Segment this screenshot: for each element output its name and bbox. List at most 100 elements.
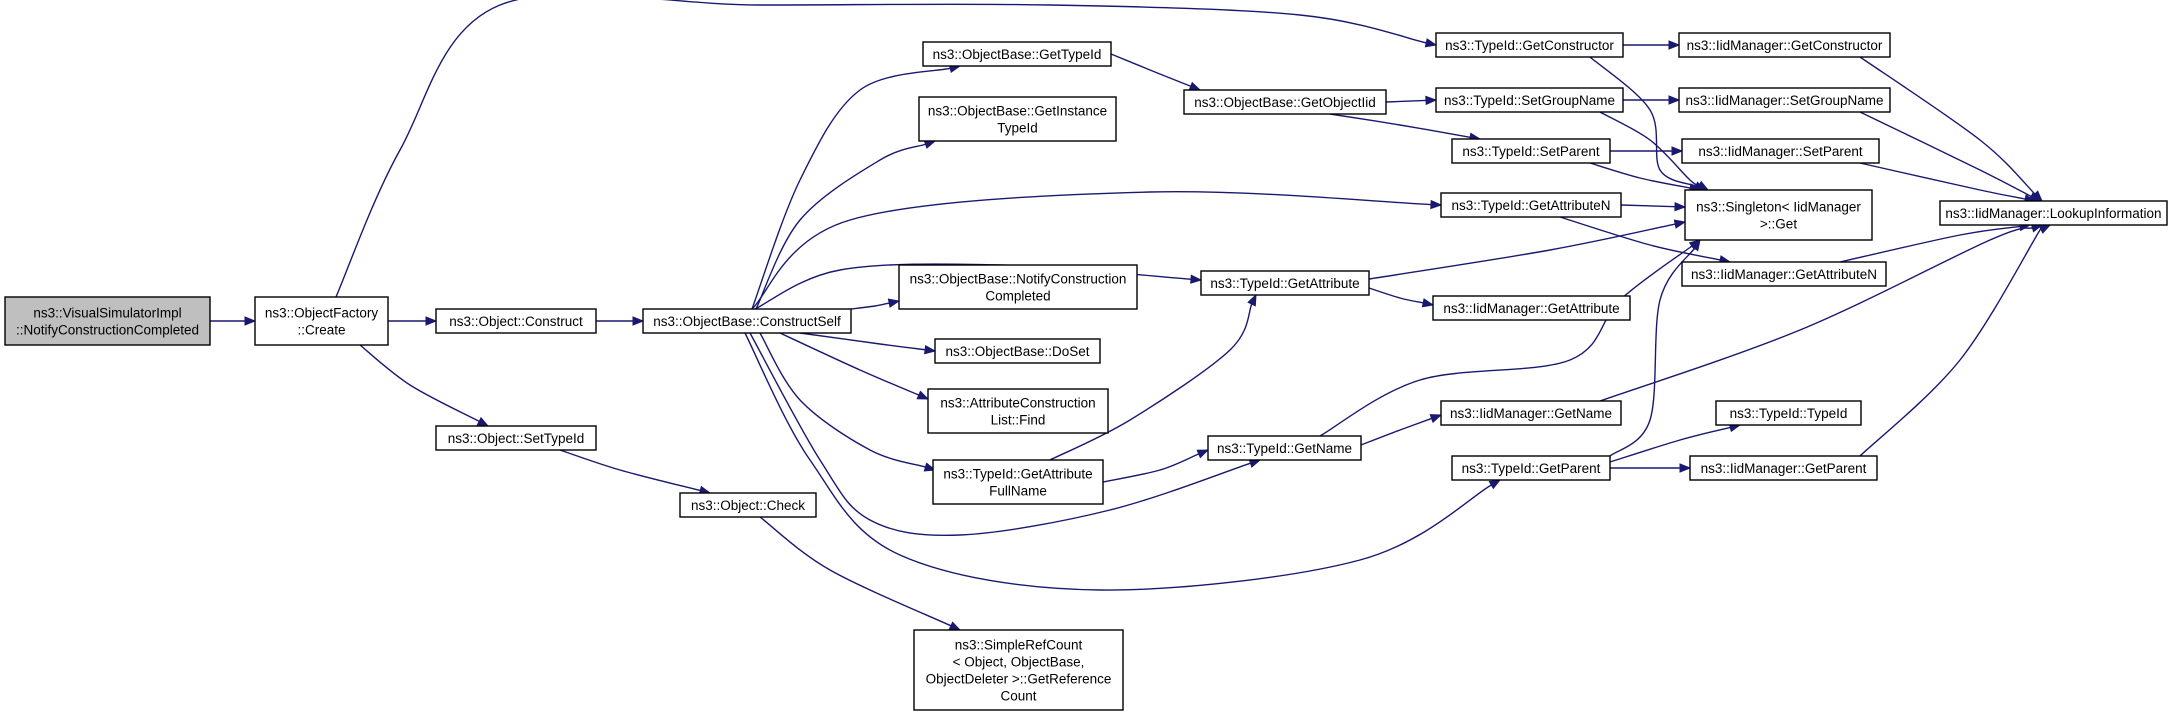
- node-label-line: ns3::ObjectBase::GetTypeId: [933, 47, 1102, 62]
- edge-obj_check-to-src_getrefcount: [759, 516, 962, 631]
- node-singleton-get[interactable]: ns3::Singleton< IidManager>::Get: [1684, 189, 1873, 241]
- edge-ob_getobjectiid-to-tid_setparent: [1329, 113, 1482, 142]
- node-box: [922, 41, 1112, 67]
- edge-iid_setparent-to-iid_lookup: [1859, 162, 2037, 204]
- node-box: [642, 308, 852, 334]
- node-tid-typeid[interactable]: ns3::TypeId::TypeId: [1715, 400, 1862, 426]
- node-ob-notify[interactable]: ns3::ObjectBase::NotifyConstructionCompl…: [898, 264, 1138, 310]
- node-tid-getparent[interactable]: ns3::TypeId::GetParent: [1451, 455, 1611, 481]
- node-label-line: ns3::IidManager::GetAttributeN: [1691, 267, 1877, 282]
- edge-tid_getattributen-to-singleton_get: [1620, 201, 1687, 212]
- node-label-line: ns3::TypeId::GetName: [1217, 441, 1352, 456]
- node-iid-setgroupname[interactable]: ns3::IidManager::SetGroupName: [1678, 87, 1891, 113]
- node-label-line: ns3::TypeId::GetAttributeN: [1451, 198, 1610, 213]
- node-label-line: ns3::SimpleRefCount: [955, 638, 1083, 653]
- node-obj-construct[interactable]: ns3::Object::Construct: [435, 308, 597, 334]
- node-of-create[interactable]: ns3::ObjectFactory::Create: [254, 296, 389, 346]
- node-iid-getparent[interactable]: ns3::IidManager::GetParent: [1689, 455, 1878, 481]
- node-box: [1681, 261, 1887, 287]
- node-ob-doset[interactable]: ns3::ObjectBase::DoSet: [934, 338, 1101, 364]
- node-label-line: Completed: [985, 289, 1050, 304]
- node-ob-constructself[interactable]: ns3::ObjectBase::ConstructSelf: [642, 308, 852, 334]
- node-box: [1715, 400, 1862, 426]
- node-label-line: ns3::TypeId::GetAttribute: [1210, 276, 1359, 291]
- node-box: [934, 338, 1101, 364]
- node-label-line: >::Get: [1760, 217, 1797, 232]
- node-label-line: ns3::IidManager::GetConstructor: [1687, 38, 1883, 53]
- edge-obj_construct-to-ob_constructself: [596, 316, 645, 326]
- node-label-line: ns3::ObjectBase::NotifyConstruction: [910, 272, 1127, 287]
- edge-ob_getobjectiid-to-tid_setgroupname: [1385, 95, 1438, 106]
- node-label-line: ns3::ObjectBase::GetObjectIid: [1194, 95, 1376, 110]
- node-box: [1200, 270, 1370, 296]
- edge-ob_constructself-to-acl_find: [779, 332, 930, 400]
- node-label-line: ::NotifyConstructionCompleted: [16, 323, 199, 338]
- node-label-line: ns3::IidManager::SetGroupName: [1685, 93, 1883, 108]
- edge-ob_constructself-to-tid_getattributen: [751, 190, 1443, 310]
- edge-tid_getname-to-iid_getname: [1360, 414, 1443, 446]
- edge-tid_getconstructor-to-singleton_get: [1589, 56, 1707, 191]
- node-tid-setparent[interactable]: ns3::TypeId::SetParent: [1451, 138, 1611, 164]
- node-tid-getattributen[interactable]: ns3::TypeId::GetAttributeN: [1440, 192, 1622, 218]
- edge-tid_setparent-to-iid_setparent: [1610, 146, 1684, 156]
- node-tid-getconstructor[interactable]: ns3::TypeId::GetConstructor: [1435, 32, 1624, 58]
- node-tid-getattribute[interactable]: ns3::TypeId::GetAttribute: [1200, 270, 1370, 296]
- node-label-line: < Object, ObjectBase,: [953, 655, 1085, 670]
- node-label-line: ns3::ObjectBase::DoSet: [945, 344, 1089, 359]
- edge-of_create-to-tid_getconstructor: [335, 0, 1438, 298]
- node-box: [1435, 87, 1624, 113]
- edge-tid_getparent-to-singleton_get: [1609, 238, 1701, 457]
- edge-iid_getconstructor-to-iid_lookup: [1859, 56, 2043, 202]
- edge-of_create-to-obj_settypeid: [359, 344, 490, 427]
- node-box: [1451, 455, 1611, 481]
- node-label-line: ns3::TypeId::GetParent: [1462, 461, 1601, 476]
- node-iid-lookup[interactable]: ns3::IidManager::LookupInformation: [1939, 200, 2168, 226]
- node-box: [1684, 189, 1873, 241]
- edge-tid_getparent-to-iid_getparent: [1610, 463, 1692, 473]
- node-ob-getobjectiid[interactable]: ns3::ObjectBase::GetObjectIid: [1183, 89, 1387, 115]
- node-label-line: ns3::TypeId::TypeId: [1730, 406, 1848, 421]
- node-box: [1440, 400, 1622, 426]
- node-box: [913, 629, 1124, 711]
- node-label-line: ::Create: [297, 323, 345, 338]
- edge-tid_setgroupname-to-iid_setgroupname: [1623, 95, 1681, 105]
- node-iid-setparent[interactable]: ns3::IidManager::SetParent: [1681, 138, 1880, 164]
- node-box: [435, 425, 597, 451]
- node-label-line: ns3::IidManager::LookupInformation: [1945, 206, 2161, 221]
- node-label-line: ns3::Object::Construct: [449, 314, 583, 329]
- edge-iid_setgroupname-to-iid_lookup: [1859, 111, 2042, 202]
- node-iid-getconstructor[interactable]: ns3::IidManager::GetConstructor: [1678, 32, 1891, 58]
- node-tid-getname[interactable]: ns3::TypeId::GetName: [1207, 435, 1362, 461]
- node-iid-getattributen[interactable]: ns3::IidManager::GetAttributeN: [1681, 261, 1887, 287]
- node-obj-check[interactable]: ns3::Object::Check: [679, 492, 817, 518]
- edge-obj_settypeid-to-obj_check: [559, 449, 712, 495]
- node-src-getrefcount[interactable]: ns3::SimpleRefCount< Object, ObjectBase,…: [913, 629, 1124, 711]
- edge-ob_constructself-to-ob_notify: [850, 298, 901, 310]
- node-box: [927, 388, 1109, 434]
- edge-of_create-to-obj_construct: [388, 316, 438, 326]
- node-box: [4, 296, 211, 346]
- edge-iid_getparent-to-iid_lookup: [1859, 219, 2052, 457]
- edge-tid_getconstructor-to-iid_getconstructor: [1623, 40, 1681, 50]
- node-box: [1183, 89, 1387, 115]
- node-label-line: ObjectDeleter >::GetReference: [926, 672, 1112, 687]
- node-iid-getname[interactable]: ns3::IidManager::GetName: [1440, 400, 1622, 426]
- node-iid-getattribute[interactable]: ns3::IidManager::GetAttribute: [1432, 295, 1631, 321]
- node-obj-settypeid[interactable]: ns3::Object::SetTypeId: [435, 425, 597, 451]
- node-box: [1939, 200, 2168, 226]
- node-label-line: List::Find: [991, 413, 1046, 428]
- node-label-line: ns3::IidManager::GetName: [1450, 406, 1612, 421]
- call-graph-nodes: ns3::VisualSimulatorImpl::NotifyConstruc…: [4, 32, 2168, 711]
- node-ob-gettypeid[interactable]: ns3::ObjectBase::GetTypeId: [922, 41, 1112, 67]
- node-label-line: ns3::VisualSimulatorImpl: [33, 306, 181, 321]
- node-tid-setgroupname[interactable]: ns3::TypeId::SetGroupName: [1435, 87, 1624, 113]
- edge-iid_getname-to-iid_lookup: [1599, 223, 2044, 402]
- edge-tid_getattrfullname-to-tid_getattribute: [1049, 293, 1257, 461]
- edge-tid_getattribute-to-singleton_get: [1368, 219, 1687, 280]
- node-box: [679, 492, 817, 518]
- node-label-line: ns3::Singleton< IidManager: [1696, 200, 1861, 215]
